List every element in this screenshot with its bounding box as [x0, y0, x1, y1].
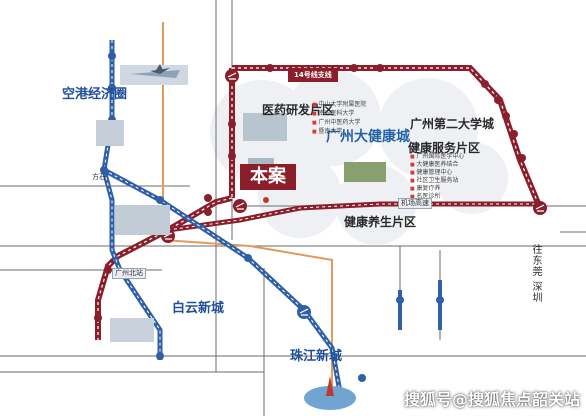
red-stations — [161, 69, 547, 243]
list-item: 暨南大学 — [312, 129, 366, 135]
red-line-stops — [94, 64, 526, 322]
list-item: 广州国际医学中心 — [410, 154, 464, 160]
airport-photo — [120, 65, 188, 85]
zone-health-service: 健康服务片区 — [408, 141, 481, 155]
direction-dongguan: 往东莞 深圳 — [530, 244, 541, 304]
district-airport: 空港经济圈 — [62, 87, 128, 102]
road-tag-jichang: 机场高速 — [398, 198, 432, 209]
list-item: 名医诊所 — [410, 194, 464, 200]
blue-metro-station-icon — [297, 305, 311, 319]
project-label-text: 本案 — [250, 166, 286, 187]
zone-third-university: 广州第二大学城 — [410, 117, 495, 131]
baiyun-photo — [115, 205, 170, 235]
metro-station-icon — [233, 199, 247, 213]
zone-health-care: 健康养生片区 — [344, 215, 417, 229]
medical-items-list: 中山大学附属医院 南方医科大学 广州中医药大学 暨南大学 — [312, 102, 366, 135]
metro-station-icon — [533, 201, 547, 215]
station-fanglong: 方石 — [92, 173, 106, 181]
project-label[interactable]: 本案 — [240, 164, 296, 190]
list-item: 康复疗养 — [410, 186, 464, 192]
list-item: 中山大学附属医院 — [312, 102, 366, 108]
list-item: 大健康医养结合 — [410, 162, 464, 168]
list-item: 社区卫生服务站 — [410, 178, 464, 184]
health-service-items-list: 广州国际医学中心 大健康医养结合 健康管理中心 社区卫生服务站 康复疗养 名医诊… — [410, 154, 464, 200]
medical-photo — [243, 113, 287, 141]
list-item: 广州中医药大学 — [312, 120, 366, 126]
metro-station-icon — [225, 69, 239, 83]
district-zhujiang: 珠江新城 — [290, 349, 343, 364]
line14-badge[interactable]: 14号线支线 — [288, 68, 338, 82]
road-tag-beijiao: 广州北站 — [112, 268, 146, 279]
line14-badge-text: 14号线支线 — [294, 71, 332, 79]
list-item: 南方医科大学 — [312, 111, 366, 117]
baiyun-sub-photo — [110, 318, 154, 342]
park-photo — [344, 162, 386, 182]
airport-terminal-photo — [96, 120, 124, 146]
watermark: 搜狐号@搜狐焦点韶关站 — [404, 390, 581, 409]
district-baiyun: 白云新城 — [172, 301, 225, 316]
tower-icon — [304, 376, 356, 410]
list-item: 健康管理中心 — [410, 170, 464, 176]
airplane-icon — [150, 64, 170, 74]
project-marker — [263, 197, 269, 203]
